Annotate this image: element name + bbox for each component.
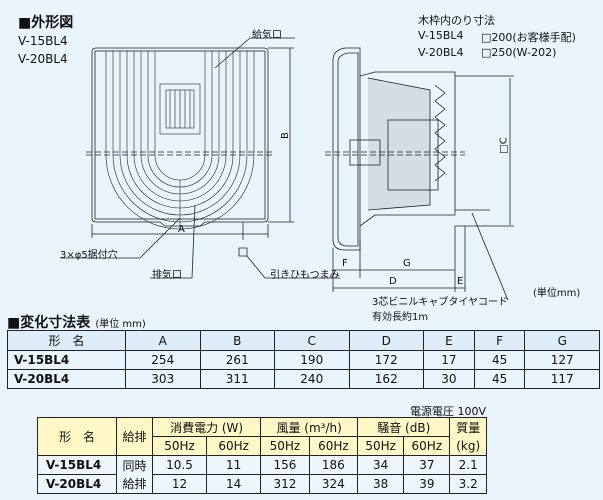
header-cell: (kg) xyxy=(449,436,487,456)
header-cell: 50Hz xyxy=(151,436,208,456)
value-cell: 14 xyxy=(206,474,262,494)
spec-table: 形 名 給排 消費電力 (W) 風量 (m³/h) 騒音 (dB) 質量 50H… xyxy=(37,417,487,494)
dim-c-label: □C xyxy=(498,137,510,154)
table-row: V-15BL4 254 261 190 172 17 45 127 xyxy=(7,350,600,370)
value-cell: 186 xyxy=(308,455,359,475)
unit-label: (単位mm) xyxy=(533,288,581,299)
model-cell: V-20BL4 xyxy=(37,474,117,494)
table-header-row: 形 名 A B C D E F G xyxy=(7,330,600,351)
dim-f-label: F xyxy=(342,258,348,269)
header-cell: 60Hz xyxy=(206,436,262,456)
frame-size: □200(お客様手配) xyxy=(481,31,576,44)
header-cell: E xyxy=(423,330,475,351)
model-label: V-20BL4 xyxy=(18,52,68,66)
value-cell: 312 xyxy=(260,474,310,494)
dim-b-label: B xyxy=(279,132,291,139)
exhaust-label: 排気口 xyxy=(152,270,182,281)
dim-table-heading: ■変化寸法表 (単位 mm) xyxy=(7,312,146,332)
frame-size: □250(W-202) xyxy=(481,46,557,59)
value-cell: 303 xyxy=(125,369,201,389)
outline-drawing xyxy=(60,37,514,300)
header-cell: C xyxy=(274,330,350,351)
dim-a-label: A xyxy=(178,224,185,235)
header-cell: 60Hz xyxy=(403,436,451,456)
value-cell: 324 xyxy=(308,474,359,494)
header-cell: 騒音 (dB) xyxy=(357,417,451,437)
frame-title: 木枠内のり寸法 xyxy=(418,14,495,27)
header-cell: 消費電力 (W) xyxy=(151,417,262,437)
header-cell: 風量 (m³/h) xyxy=(260,417,359,437)
frame-model: V-15BL4 xyxy=(418,29,464,42)
model-cell: V-20BL4 xyxy=(7,369,126,389)
dim-d-label: D xyxy=(389,276,397,287)
value-cell: 311 xyxy=(199,369,275,389)
value-cell: 30 xyxy=(423,369,475,389)
value-cell: 11 xyxy=(206,455,262,475)
table-row: V-15BL4 同時 10.5 11 156 186 34 37 2.1 xyxy=(37,455,487,475)
front-view xyxy=(60,37,340,279)
table-row: V-20BL4 給排 12 14 312 324 38 39 3.2 xyxy=(37,474,487,494)
header-cell: B xyxy=(199,330,275,351)
value-cell: 117 xyxy=(524,369,600,389)
dim-table-title: ■変化寸法表 xyxy=(7,315,91,331)
value-cell: 127 xyxy=(524,350,600,370)
intake-label: 給気口 xyxy=(252,30,282,41)
header-cell: 60Hz xyxy=(308,436,359,456)
header-cell: 50Hz xyxy=(357,436,405,456)
cord-length-label: 有効長約1m xyxy=(372,312,429,323)
value-cell: 3.2 xyxy=(449,474,487,494)
table-row: V-20BL4 303 311 240 162 30 45 117 xyxy=(7,369,600,389)
header-cell: G xyxy=(524,330,600,351)
value-cell: 17 xyxy=(423,350,475,370)
value-cell: 12 xyxy=(151,474,208,494)
model-cell: V-15BL4 xyxy=(37,455,117,475)
value-cell: 162 xyxy=(348,369,424,389)
header-cell: 形 名 xyxy=(7,330,126,351)
mode-cell: 同時 xyxy=(116,455,153,475)
dimension-table: 形 名 A B C D E F G V-15BL4 254 261 190 17… xyxy=(7,330,600,389)
frame-model: V-20BL4 xyxy=(418,46,464,59)
value-cell: 254 xyxy=(125,350,201,370)
table-header-row: 形 名 給排 消費電力 (W) 風量 (m³/h) 騒音 (dB) 質量 xyxy=(37,417,487,456)
dim-g-label: G xyxy=(403,258,411,269)
value-cell: 34 xyxy=(357,455,405,475)
value-cell: 45 xyxy=(473,369,526,389)
mode-cell: 給排 xyxy=(116,474,153,494)
value-cell: 39 xyxy=(403,474,451,494)
header-cell: A xyxy=(125,330,201,351)
header-cell: 質量 xyxy=(449,417,487,437)
model-label: V-15BL4 xyxy=(18,34,68,48)
voltage-label: 電源電圧 100V xyxy=(410,405,487,418)
header-cell: 給排 xyxy=(116,417,153,456)
header-cell: D xyxy=(348,330,424,351)
value-cell: 190 xyxy=(274,350,350,370)
dim-e-label: E xyxy=(457,276,464,287)
pull-knob-label: 引きひもつまみ xyxy=(270,270,340,281)
mount-holes-label: 3×φ5据付穴 xyxy=(60,250,118,261)
value-cell: 10.5 xyxy=(151,455,208,475)
value-cell: 156 xyxy=(260,455,310,475)
value-cell: 2.1 xyxy=(449,455,487,475)
dim-table-unit: (単位 mm) xyxy=(95,319,146,330)
model-cell: V-15BL4 xyxy=(7,350,126,370)
cord-label: 3芯ビニルキャブタイヤコード xyxy=(372,297,509,308)
side-view xyxy=(325,47,514,300)
value-cell: 37 xyxy=(403,455,451,475)
value-cell: 38 xyxy=(357,474,405,494)
table-header-row: 50Hz 60Hz 50Hz 60Hz 50Hz 60Hz (kg) xyxy=(38,436,487,456)
value-cell: 172 xyxy=(348,350,424,370)
header-cell: 形 名 xyxy=(37,417,117,456)
value-cell: 261 xyxy=(199,350,275,370)
header-cell: 50Hz xyxy=(260,436,310,456)
outline-title: ■外形図 xyxy=(18,15,74,31)
value-cell: 45 xyxy=(473,350,526,370)
value-cell: 240 xyxy=(274,369,350,389)
header-cell: F xyxy=(473,330,526,351)
